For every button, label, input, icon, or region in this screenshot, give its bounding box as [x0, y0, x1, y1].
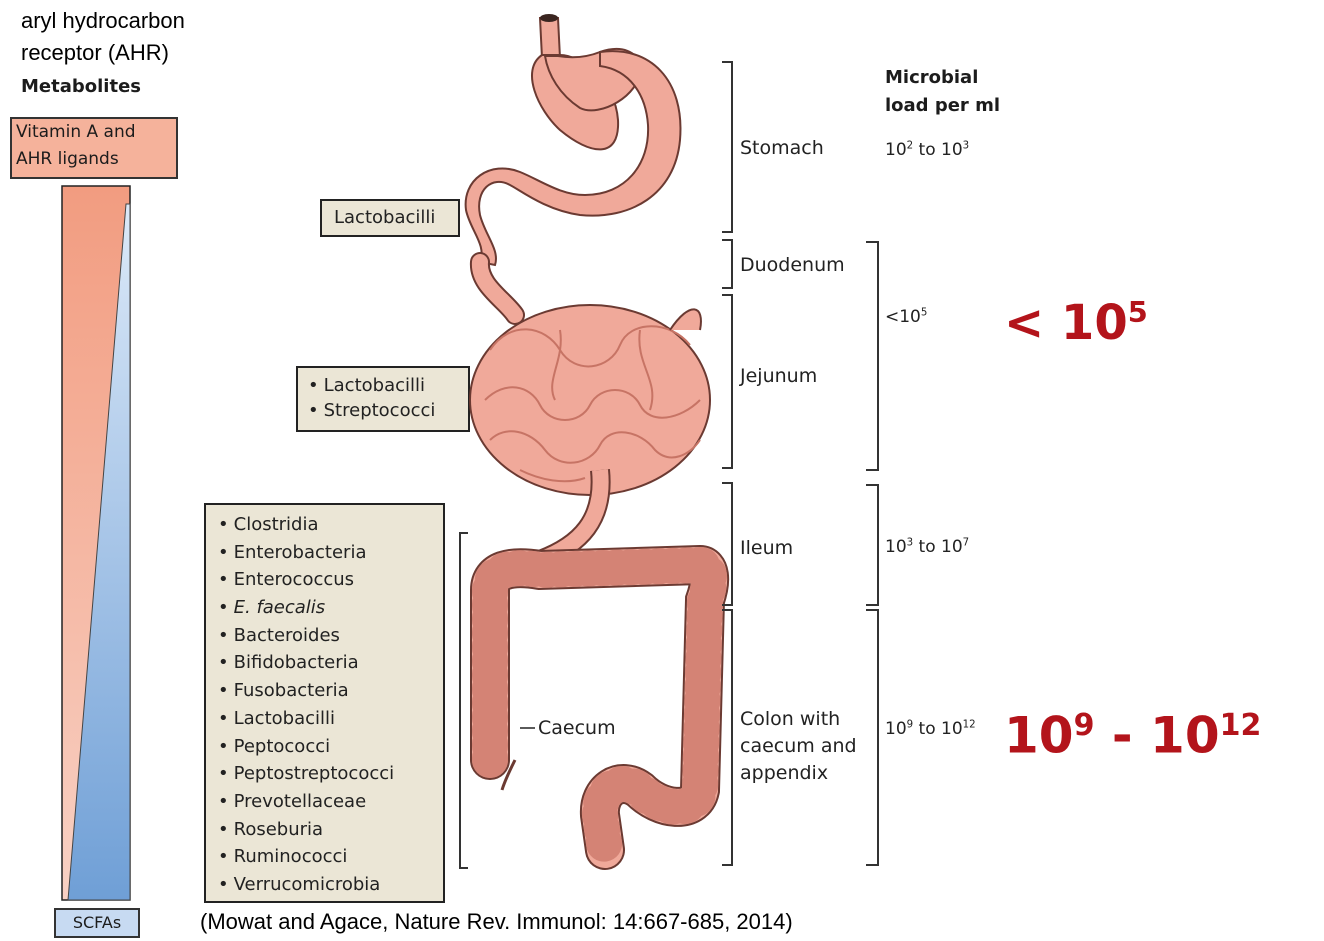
highlight-colon-exp2: 12	[1220, 708, 1262, 743]
highlight-colon: 109 - 1012	[1004, 696, 1261, 766]
load-heading-line2: load per ml	[885, 92, 1000, 120]
region-duodenum: Duodenum	[740, 254, 845, 276]
microbial-load-heading: Microbial load per ml	[885, 64, 1000, 120]
region-jejunum: Jejunum	[740, 365, 817, 387]
load-stomach: 102 to 103	[885, 140, 969, 160]
region-colon-line3: appendix	[740, 760, 857, 787]
load-small-intestine: <105	[885, 307, 927, 327]
load-heading-line1: Microbial	[885, 64, 1000, 92]
load-stomach-base: 10	[885, 140, 907, 160]
load-small-exp: 5	[921, 307, 927, 318]
region-colon: Colon with caecum and appendix	[740, 706, 857, 787]
region-colon-line1: Colon with	[740, 706, 857, 733]
organ-brackets	[722, 62, 732, 865]
colon-bracket-left	[460, 533, 468, 868]
load-colon-mid: to 10	[913, 719, 963, 739]
load-small-base: <10	[885, 307, 921, 327]
load-ileum-exp2: 7	[963, 537, 969, 548]
highlight-colon-base: 10	[1004, 707, 1074, 765]
region-ileum: Ileum	[740, 537, 793, 559]
highlight-colon-exp1: 9	[1074, 708, 1095, 743]
highlight-small-base: < 10	[1004, 295, 1128, 351]
highlight-colon-sep: - 10	[1094, 707, 1219, 765]
load-brackets	[866, 242, 878, 865]
caecum-label: Caecum	[538, 717, 616, 739]
load-colon-base: 10	[885, 719, 907, 739]
citation: (Mowat and Agace, Nature Rev. Immunol: 1…	[200, 909, 793, 935]
load-stomach-exp2: 3	[963, 140, 969, 151]
oesophagus	[540, 18, 560, 58]
load-colon: 109 to 1012	[885, 719, 976, 739]
colon	[490, 565, 709, 850]
region-stomach: Stomach	[740, 137, 824, 159]
load-colon-exp2: 12	[963, 719, 976, 730]
highlight-small-intestine: < 105	[1004, 282, 1148, 353]
load-stomach-mid: to 10	[913, 140, 963, 160]
highlight-small-exp: 5	[1128, 295, 1148, 329]
load-ileum-base: 10	[885, 537, 907, 557]
duodenum-tube	[480, 262, 515, 315]
oesophagus-opening	[540, 14, 558, 22]
load-ileum: 103 to 107	[885, 537, 969, 557]
jejunum-loop-end	[670, 309, 701, 330]
load-ileum-mid: to 10	[913, 537, 963, 557]
region-colon-line2: caecum and	[740, 733, 857, 760]
